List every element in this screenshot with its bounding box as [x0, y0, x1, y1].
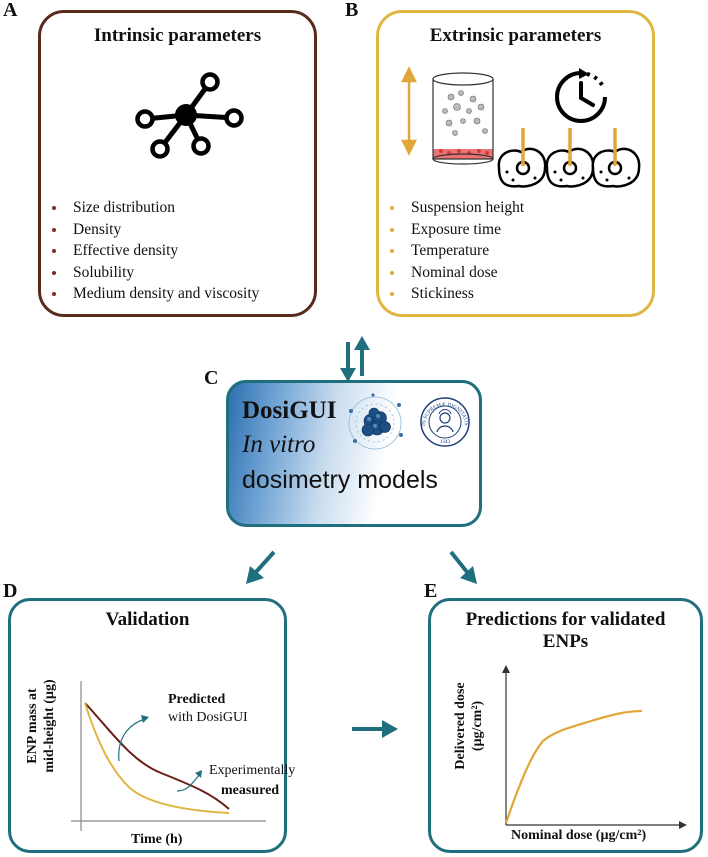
measured-callout-arrow: [176, 774, 200, 792]
predicted-curve: [84, 702, 230, 810]
dosimetry-models-label: dosimetry models: [242, 466, 438, 494]
list-item: Stickiness: [381, 283, 524, 305]
suspension-well-icon: [400, 66, 494, 165]
nanoparticle-icon: [348, 393, 403, 450]
extrinsic-parameters-title: Extrinsic parameters: [429, 25, 602, 46]
validation-box: Validation ENP mass at mid-height (µg) P…: [8, 598, 295, 853]
svg-text:1343: 1343: [440, 440, 451, 445]
predictions-plot: [502, 665, 687, 829]
list-item: Effective density: [43, 240, 259, 262]
panel-letter-e: E: [424, 580, 438, 602]
list-item: Size distribution: [43, 197, 259, 219]
panel-letter-c: C: [204, 367, 219, 389]
predicted-annotation: Predicted with DosiGUI: [168, 692, 248, 725]
university-seal-icon: IN SUPREMÆ DIGNITATIS 1343: [420, 397, 470, 447]
dosigui-box: DosiGUI In vitro dosimetry models IN SUP…: [226, 380, 482, 527]
cells-icon: [497, 128, 641, 188]
dosigui-title: DosiGUI: [242, 397, 337, 424]
predicted-callout-arrow: [118, 718, 146, 762]
arrow-to-predictions-icon: [449, 550, 477, 584]
validation-x-axis-label: Time (h): [131, 832, 183, 847]
extrinsic-parameter-list: Suspension height Exposure time Temperat…: [381, 197, 524, 305]
panel-letter-b: B: [345, 0, 359, 21]
panel-letter-a: A: [3, 0, 18, 21]
list-item: Suspension height: [381, 197, 524, 219]
list-item: Solubility: [43, 262, 259, 284]
predictions-box: Predictions for validated ENPs Delivered…: [428, 598, 703, 853]
measured-curve: [84, 702, 230, 814]
list-item: Density: [43, 219, 259, 241]
panel-letter-d: D: [3, 580, 18, 602]
in-vitro-label: In vitro: [242, 431, 316, 458]
extrinsic-parameters-box: Extrinsic parameters: [376, 10, 655, 317]
predictions-title: Predictions for validated ENPs: [465, 609, 666, 652]
measured-annotation: Experimentally measured: [209, 763, 296, 798]
list-item: Nominal dose: [381, 262, 524, 284]
intrinsic-parameter-list: Size distribution Density Effective dens…: [43, 197, 259, 305]
bidirectional-arrows-icon: [340, 336, 370, 382]
list-item: Exposure time: [381, 219, 524, 241]
timer-icon: [555, 68, 607, 123]
intrinsic-parameters-box: Intrinsic parameters Size distribution D…: [38, 10, 317, 317]
list-item: Temperature: [381, 240, 524, 262]
validation-plot: [71, 681, 266, 831]
validation-title: Validation: [105, 609, 190, 630]
dose-response-curve: [504, 709, 643, 824]
list-item: Medium density and viscosity: [43, 283, 259, 305]
intrinsic-parameters-title: Intrinsic parameters: [93, 25, 262, 46]
arrow-to-validation-icon: [246, 550, 276, 584]
molecule-icon: [135, 72, 244, 159]
predictions-x-axis-label: Nominal dose (µg/cm²): [511, 828, 647, 843]
arrow-to-e-icon: [352, 720, 398, 738]
